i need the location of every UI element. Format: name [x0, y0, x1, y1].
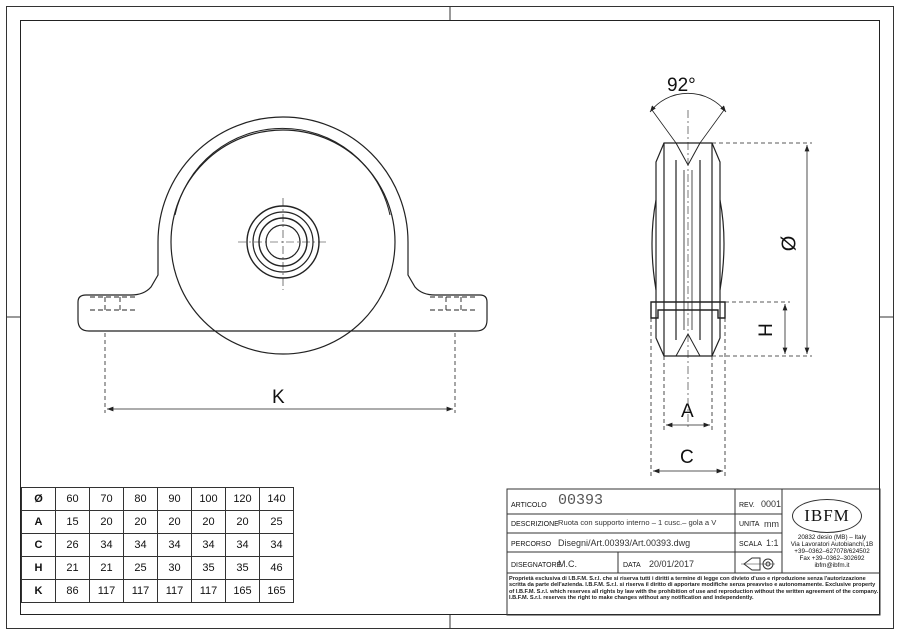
company-address: 20832 desio (MB) – Italy Via Lavoratori … — [790, 534, 874, 569]
table-row: Ø 60 70 80 90 100 120 140 — [21, 487, 294, 511]
articolo-value: 00393 — [558, 492, 604, 509]
h-dimension — [725, 301, 790, 354]
k-label: K — [272, 387, 285, 408]
scala-label: SCALA — [739, 541, 762, 548]
title-block-grid — [506, 488, 881, 616]
ibfm-logo: IBFM — [792, 499, 862, 533]
h-label: H — [755, 323, 777, 337]
articolo-label: ARTICOLO — [511, 502, 547, 509]
c-label: C — [680, 447, 694, 468]
legal-disclaimer: Proprietà esclusiva di I.B.F.M. S.r.l. c… — [509, 576, 879, 601]
diameter-label: Ø — [778, 235, 801, 252]
front-view — [77, 116, 488, 355]
disegnatore-value: M.C. — [558, 559, 577, 569]
descrizione-label: DESCRIZIONE — [511, 521, 559, 528]
percorso-value: Disegni/Art.00393/Art.00393.dwg — [558, 538, 691, 548]
unita-label: UNITA — [739, 521, 760, 528]
data-value: 20/01/2017 — [649, 559, 695, 569]
disegnatore-label: DISEGNATORE — [511, 562, 562, 569]
table-row: K 86 117 117 117 117 165 165 — [21, 579, 294, 603]
side-view — [650, 110, 726, 430]
bracket-outline — [77, 116, 488, 332]
wheel-outline — [170, 129, 396, 355]
a-label: A — [681, 401, 694, 422]
descrizione-value: Ruota con supporto interno – 1 cusc.– go… — [558, 518, 717, 527]
a-dimension — [663, 356, 713, 430]
dimension-table: Ø 60 70 80 90 100 120 140 A 15 20 20 20 … — [21, 487, 294, 603]
data-label: DATA — [623, 562, 641, 569]
unita-value: mm — [764, 519, 779, 529]
diameter-dimension — [712, 142, 812, 357]
rev-value: 0001 — [761, 499, 782, 509]
angle-dimension — [649, 92, 727, 144]
table-row: C 26 34 34 34 34 34 34 — [21, 533, 294, 557]
table-row: A 15 20 20 20 20 20 25 — [21, 510, 294, 534]
percorso-label: PERCORSO — [511, 541, 552, 548]
rev-label: REV. — [739, 502, 755, 509]
drawing-frame — [20, 20, 880, 615]
k-dimension — [104, 333, 456, 413]
c-dimension — [650, 318, 726, 476]
angle-label: 92° — [667, 75, 696, 96]
scala-value: 1:1 — [766, 538, 779, 548]
table-row: H 21 21 25 30 35 35 46 — [21, 556, 294, 580]
